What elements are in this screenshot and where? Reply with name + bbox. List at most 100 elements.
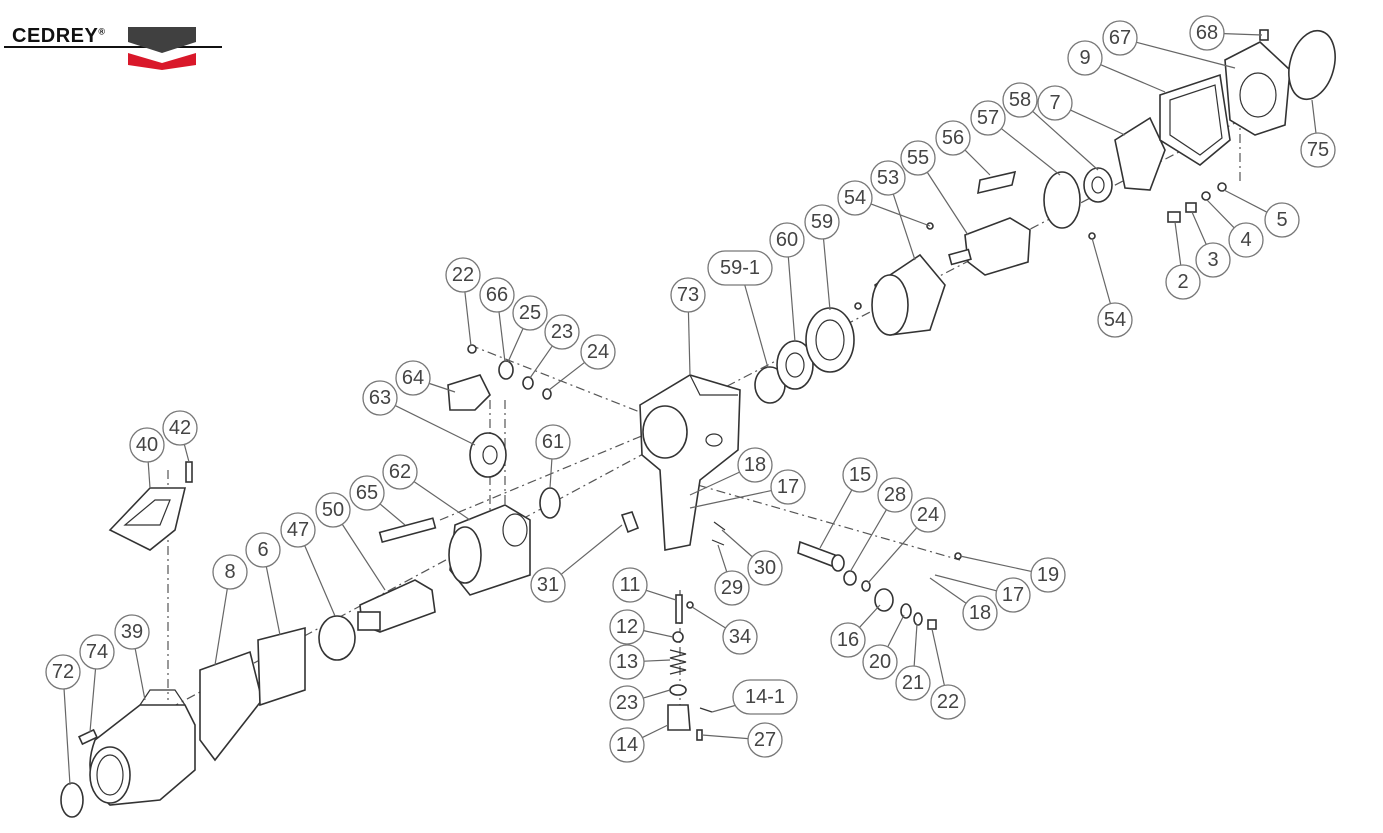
callout-54: 54 bbox=[837, 180, 873, 216]
callout-bubble bbox=[804, 204, 840, 240]
callout-bubble bbox=[1300, 132, 1336, 168]
callout-14-1: 14-1 bbox=[732, 679, 798, 715]
callout-bubble bbox=[45, 654, 81, 690]
callout-bubble bbox=[530, 567, 566, 603]
part-28-oring bbox=[843, 570, 857, 586]
leader-line-65 bbox=[379, 503, 406, 526]
leader-line-28 bbox=[849, 509, 887, 573]
callout-bubble bbox=[114, 614, 150, 650]
leader-line-27 bbox=[701, 734, 749, 740]
part-15-valve-stem bbox=[797, 540, 845, 572]
callout-bubble bbox=[162, 410, 198, 446]
callout-label: 42 bbox=[169, 417, 191, 439]
callout-label: 30 bbox=[754, 557, 776, 579]
callout-bubble bbox=[900, 140, 936, 176]
callout-bubble bbox=[212, 554, 248, 590]
callout-56: 56 bbox=[935, 120, 971, 156]
leader-line-42 bbox=[183, 444, 190, 463]
leader-line-59 bbox=[822, 238, 831, 311]
callout-58: 58 bbox=[1002, 82, 1038, 118]
leader-line-68 bbox=[1223, 33, 1263, 36]
callout-label: 61 bbox=[542, 431, 564, 453]
callout-bubble bbox=[842, 457, 878, 493]
part-3-regulator bbox=[1185, 202, 1197, 213]
part-22-screw-b bbox=[927, 619, 937, 630]
leader-line-18 bbox=[929, 577, 967, 604]
part-24-oring-b bbox=[861, 580, 871, 592]
callout-15: 15 bbox=[842, 457, 878, 493]
callout-bubble bbox=[580, 334, 616, 370]
callout-bubble bbox=[877, 477, 913, 513]
callout-12: 12 bbox=[609, 609, 645, 645]
callout-label: 73 bbox=[677, 284, 699, 306]
part-58-bearing bbox=[1083, 167, 1113, 203]
callout-label: 23 bbox=[616, 692, 638, 714]
callout-bubble bbox=[609, 644, 645, 680]
leader-line-57 bbox=[1000, 128, 1061, 176]
callout-bubble bbox=[609, 727, 645, 763]
part-65-pin bbox=[378, 517, 437, 544]
callout-75: 75 bbox=[1300, 132, 1336, 168]
callout-label: 74 bbox=[86, 641, 108, 663]
part-13-spring bbox=[669, 649, 687, 675]
leader-line-56 bbox=[964, 149, 991, 176]
part-30-spring-pin bbox=[711, 539, 725, 546]
part-55-rotor bbox=[948, 217, 1031, 276]
callout-16: 16 bbox=[830, 622, 866, 658]
leader-line-40 bbox=[147, 461, 151, 489]
callout-53: 53 bbox=[870, 160, 906, 196]
callout-54: 54 bbox=[1097, 302, 1133, 338]
leader-line-59-1 bbox=[744, 284, 769, 369]
callout-label: 21 bbox=[902, 672, 924, 694]
callout-bubble bbox=[935, 120, 971, 156]
leader-line-9 bbox=[1100, 64, 1166, 93]
callout-bubble bbox=[862, 644, 898, 680]
part-8-gasket bbox=[199, 650, 263, 762]
leader-line-24 bbox=[548, 361, 585, 391]
callout-29: 29 bbox=[714, 570, 750, 606]
leader-line-54 bbox=[870, 203, 931, 227]
callout-2: 2 bbox=[1165, 264, 1201, 300]
part-21-washer bbox=[913, 612, 923, 626]
callout-bubble bbox=[747, 550, 783, 586]
leader-line-8 bbox=[214, 588, 228, 666]
callout-59: 59 bbox=[804, 204, 840, 240]
callout-17: 17 bbox=[770, 469, 806, 505]
callout-label: 22 bbox=[937, 691, 959, 713]
leader-line-17 bbox=[689, 489, 772, 509]
callout-label: 18 bbox=[744, 454, 766, 476]
callout-57: 57 bbox=[970, 100, 1006, 136]
part-60-bearing bbox=[776, 340, 814, 390]
callout-14: 14 bbox=[609, 727, 645, 763]
callout-label: 14 bbox=[616, 734, 638, 756]
part-24-oring bbox=[542, 388, 552, 400]
callout-bubble bbox=[315, 492, 351, 528]
leader-line-16 bbox=[859, 604, 881, 628]
callout-label: 63 bbox=[369, 387, 391, 409]
callout-label: 59 bbox=[811, 211, 833, 233]
callout-bubble bbox=[349, 475, 385, 511]
leader-line-53 bbox=[892, 193, 916, 261]
callout-23: 23 bbox=[609, 685, 645, 721]
callout-label: 56 bbox=[942, 127, 964, 149]
part-20-oring bbox=[900, 603, 912, 619]
leader-line-58 bbox=[1032, 110, 1099, 171]
part-56-blade bbox=[977, 170, 1017, 195]
callout-68: 68 bbox=[1189, 15, 1225, 51]
part-27-pin bbox=[696, 729, 703, 741]
part-57-end-plate bbox=[1043, 171, 1081, 229]
leader-line-23 bbox=[643, 689, 671, 699]
part-75-oring bbox=[1288, 29, 1336, 101]
callout-label: 22 bbox=[452, 264, 474, 286]
callout-bubble bbox=[870, 160, 906, 196]
leader-line-60 bbox=[787, 256, 796, 343]
leader-line-18 bbox=[689, 471, 740, 496]
part-5-oring bbox=[1217, 182, 1227, 192]
callout-bubble bbox=[714, 570, 750, 606]
callout-label: 11 bbox=[620, 574, 641, 596]
callout-label: 40 bbox=[136, 434, 158, 456]
callout-label: 59-1 bbox=[720, 257, 760, 279]
callout-30: 30 bbox=[747, 550, 783, 586]
leader-line-14 bbox=[642, 724, 669, 739]
